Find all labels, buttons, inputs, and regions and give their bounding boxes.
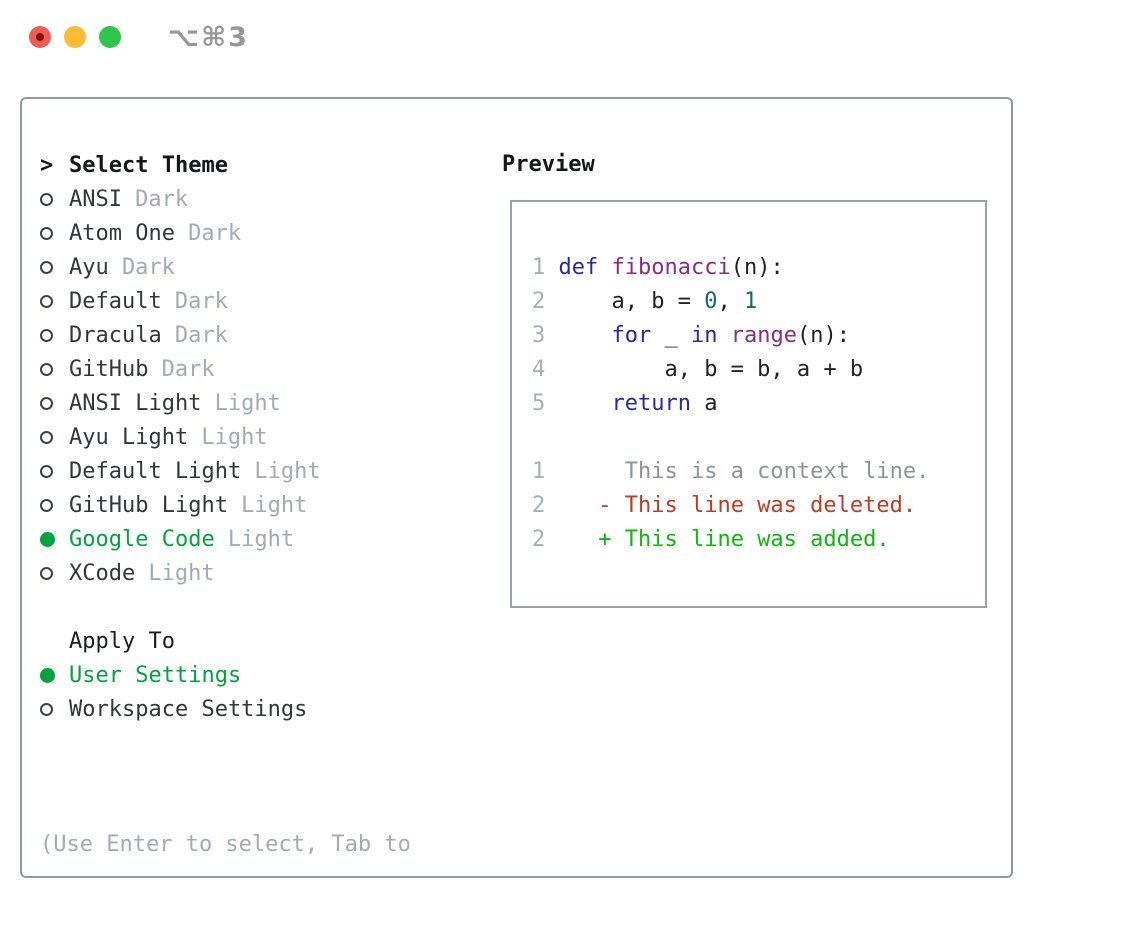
radio-selected-icon bbox=[40, 667, 69, 683]
keyboard-hint-line-1: (Use Enter to select, Tab to bbox=[40, 832, 411, 857]
spacer bbox=[40, 726, 411, 760]
theme-variant-label: Light bbox=[227, 526, 295, 552]
radio-icon bbox=[40, 430, 69, 444]
theme-name: GitHub Light bbox=[69, 492, 228, 518]
radio-icon bbox=[40, 498, 69, 512]
maximize-button[interactable] bbox=[99, 26, 121, 48]
apply-to-header: Apply To bbox=[40, 624, 411, 658]
theme-item-default[interactable]: Default Dark bbox=[40, 284, 411, 318]
diff-deleted-line: 2 - This line was deleted. bbox=[532, 493, 917, 518]
radio-icon bbox=[40, 226, 69, 240]
apply-option-user-settings[interactable]: User Settings bbox=[40, 658, 411, 692]
preview-pane: 1 def fibonacci(n): 2 a, b = 0, 1 3 for _ … bbox=[510, 200, 987, 608]
theme-name: Atom One bbox=[69, 220, 175, 246]
theme-name: ANSI bbox=[69, 186, 122, 212]
keyboard-hint-line-2: change focus) bbox=[40, 930, 411, 934]
preview-code-block: 1 def fibonacci(n): 2 a, b = 0, 1 3 for _ … bbox=[512, 202, 985, 557]
theme-item-dracula[interactable]: Dracula Dark bbox=[40, 318, 411, 352]
theme-variant-label: Dark bbox=[174, 288, 228, 314]
preview-title: Preview bbox=[502, 152, 595, 177]
theme-variant-label: Light bbox=[214, 390, 281, 416]
keyboard-hint: (Use Enter to select, Tab to change focu… bbox=[40, 760, 411, 934]
theme-variant-label: Dark bbox=[174, 322, 228, 348]
prompt-caret-icon: > bbox=[40, 152, 54, 178]
titlebar: ⌥⌘3 bbox=[0, 0, 1140, 75]
radio-icon bbox=[40, 702, 69, 716]
theme-name: ANSI Light bbox=[69, 390, 202, 416]
theme-name: GitHub bbox=[69, 356, 149, 382]
apply-option-label: Workspace Settings bbox=[69, 696, 308, 722]
apply-to-title: Apply To bbox=[69, 628, 175, 654]
code-line-3: 3 for _ in range(n): bbox=[532, 323, 850, 348]
theme-item-default-light[interactable]: Default Light Light bbox=[40, 454, 411, 488]
theme-variant-label: Light bbox=[254, 458, 321, 484]
theme-variant-label: Dark bbox=[161, 356, 215, 382]
theme-item-github-light[interactable]: GitHub Light Light bbox=[40, 488, 411, 522]
code-line-5: 5 return a bbox=[532, 391, 718, 416]
theme-item-ansi[interactable]: ANSI Dark bbox=[40, 182, 411, 216]
close-button[interactable] bbox=[29, 26, 51, 48]
code-line-4: 4 a, b = b, a + b bbox=[532, 357, 864, 382]
theme-variant-label: Light bbox=[148, 560, 215, 586]
radio-icon bbox=[40, 396, 69, 410]
select-theme-header: > Select Theme bbox=[40, 148, 411, 182]
radio-icon bbox=[40, 260, 69, 274]
theme-item-ayu[interactable]: Ayu Dark bbox=[40, 250, 411, 284]
diff-context-line: 1 This is a context line. bbox=[532, 459, 930, 484]
window-title: ⌥⌘3 bbox=[168, 22, 249, 53]
theme-name: Default bbox=[69, 288, 162, 314]
theme-name: Google Code bbox=[69, 526, 215, 552]
radio-icon bbox=[40, 464, 69, 478]
blank-line bbox=[532, 421, 985, 455]
close-icon bbox=[36, 33, 44, 41]
theme-variant-label: Light bbox=[201, 424, 268, 450]
theme-item-ayu-light[interactable]: Ayu Light Light bbox=[40, 420, 411, 454]
theme-item-xcode[interactable]: XCode Light bbox=[40, 556, 411, 590]
theme-name: XCode bbox=[69, 560, 136, 586]
theme-name: Ayu Light bbox=[69, 424, 189, 450]
code-line-2: 2 a, b = 0, 1 bbox=[532, 289, 758, 314]
theme-item-google-code[interactable]: Google Code Light bbox=[40, 522, 411, 556]
apply-option-workspace-settings[interactable]: Workspace Settings bbox=[40, 692, 411, 726]
theme-name: Default Light bbox=[69, 458, 242, 484]
theme-variant-label: Dark bbox=[135, 186, 189, 212]
radio-icon bbox=[40, 192, 69, 206]
theme-name: Dracula bbox=[69, 322, 162, 348]
theme-item-github[interactable]: GitHub Dark bbox=[40, 352, 411, 386]
apply-option-label: User Settings bbox=[69, 662, 242, 688]
theme-item-atom-one[interactable]: Atom One Dark bbox=[40, 216, 411, 250]
code-line-1: 1 def fibonacci(n): bbox=[532, 255, 784, 280]
radio-icon bbox=[40, 294, 69, 308]
radio-icon bbox=[40, 362, 69, 376]
spacer bbox=[40, 590, 411, 624]
theme-variant-label: Light bbox=[241, 492, 308, 518]
radio-icon bbox=[40, 328, 69, 342]
theme-variant-label: Dark bbox=[121, 254, 175, 280]
theme-name: Ayu bbox=[69, 254, 109, 280]
minimize-button[interactable] bbox=[64, 26, 86, 48]
radio-icon bbox=[40, 566, 69, 580]
theme-item-ansi-light[interactable]: ANSI Light Light bbox=[40, 386, 411, 420]
diff-added-line: 2 + This line was added. bbox=[532, 527, 890, 552]
theme-variant-label: Dark bbox=[188, 220, 242, 246]
radio-selected-icon bbox=[40, 531, 69, 547]
select-theme-title: Select Theme bbox=[69, 152, 228, 178]
